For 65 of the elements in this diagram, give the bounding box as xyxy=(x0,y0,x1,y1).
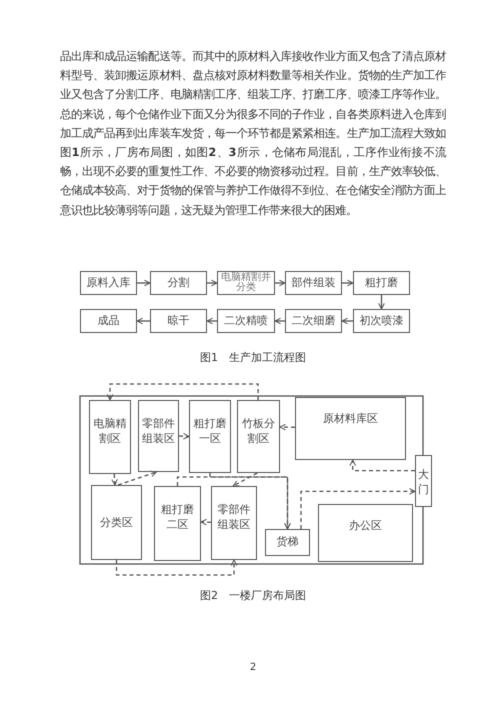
dashed-arrow xyxy=(280,424,295,430)
area-box xyxy=(91,485,142,560)
area-box xyxy=(211,486,257,560)
area-box xyxy=(154,486,201,561)
area-label: 零部件组装区 xyxy=(216,503,252,533)
process-box xyxy=(353,271,410,295)
dashed-arrow xyxy=(106,383,259,400)
area-label: 原材料库区 xyxy=(323,412,378,427)
area-label: 粗打磨一区 xyxy=(192,417,228,447)
arrow xyxy=(342,318,353,324)
area-label: 办公区 xyxy=(349,519,382,534)
area-box xyxy=(415,455,432,507)
process-box xyxy=(150,309,207,333)
arrow xyxy=(136,318,150,324)
step-label: 粗打磨 xyxy=(364,276,399,290)
area-box xyxy=(237,400,280,473)
arrow xyxy=(378,295,385,310)
dashed-arrow xyxy=(200,518,212,526)
step-label: 初次喷漆 xyxy=(358,314,404,328)
process-box xyxy=(150,271,207,295)
process-box xyxy=(353,309,410,333)
body-paragraph: 品出库和成品运输配送等。而其中的原材料入库接收作业方面又包含了清点原材料型号、装卸搬运原材料、盘点核对原材料数量等相关作业。货物的生产加工作业又包含了分割工序、电脑精割工序、组装工序、打磨工序、喷漆工序等作业。总的来说，每个仓储作业下面又分为很多不同的子作业，自各类原料进入仓库到加工成产品再到出库装车发货，每一个环节都是紧紧相连。生产加工流程大致如图1所示，厂房布局图，如图2、3所示，仓储布局混乱，工序作业衔接不流畅，出现不必要的重复性工作、不必要的物资移动过程。目前，生产效率较低、仓储成本较高、对于货物的保管与养护工作做得不到位、在仓储安全消防方面上意识也比较薄弱等问题，这无疑为管理工作带来很大的困难。 xyxy=(60,49,446,219)
step-label: 部件组装 xyxy=(290,276,336,290)
area-box xyxy=(318,504,413,562)
dashed-arrow xyxy=(118,470,157,486)
dashed-arrow xyxy=(349,460,415,472)
arrow xyxy=(275,280,286,286)
area-box xyxy=(189,400,231,473)
area-label: 分类区 xyxy=(100,516,133,531)
dashed-arrow xyxy=(116,560,238,576)
area-label: 竹板分割区 xyxy=(241,417,276,447)
step-label: 晾干 xyxy=(166,314,190,328)
area-box xyxy=(265,529,310,556)
area-label: 粗打磨二区 xyxy=(160,503,195,533)
dashed-arrow xyxy=(178,432,190,440)
area-label: 零部件组装区 xyxy=(141,417,176,447)
step-label: 分割 xyxy=(166,276,190,290)
arrow xyxy=(207,280,218,286)
area-label: 货梯 xyxy=(276,535,298,550)
dashed-arrow xyxy=(232,472,258,487)
area-label: 大门 xyxy=(418,468,430,498)
step-label: 二次细磨 xyxy=(290,314,336,328)
dashed-arrow xyxy=(111,474,118,486)
figure-caption: 图1 生产加工流程图 xyxy=(200,351,306,364)
step-label: 二次精喷 xyxy=(223,314,269,328)
dashed-arrow xyxy=(176,476,291,530)
step-label: 原料入库 xyxy=(86,276,132,290)
figure-caption: 图2 一楼厂房布局图 xyxy=(200,589,306,602)
step-label: 成品 xyxy=(96,314,120,328)
area-box xyxy=(138,400,179,472)
process-box xyxy=(285,309,342,333)
process-box xyxy=(80,309,137,333)
process-box xyxy=(80,271,137,295)
area-box xyxy=(295,397,406,460)
arrow xyxy=(274,318,285,324)
arrow xyxy=(206,318,217,324)
dashed-arrow xyxy=(300,488,416,529)
step-label: 电脑精割并分类 xyxy=(220,272,272,294)
area-box xyxy=(89,400,131,474)
arrow xyxy=(137,280,150,286)
page-number: 2 xyxy=(250,662,256,673)
process-box xyxy=(217,309,275,333)
arrow xyxy=(342,280,354,286)
area-label: 电脑精割区 xyxy=(92,417,128,447)
process-box xyxy=(285,271,342,295)
